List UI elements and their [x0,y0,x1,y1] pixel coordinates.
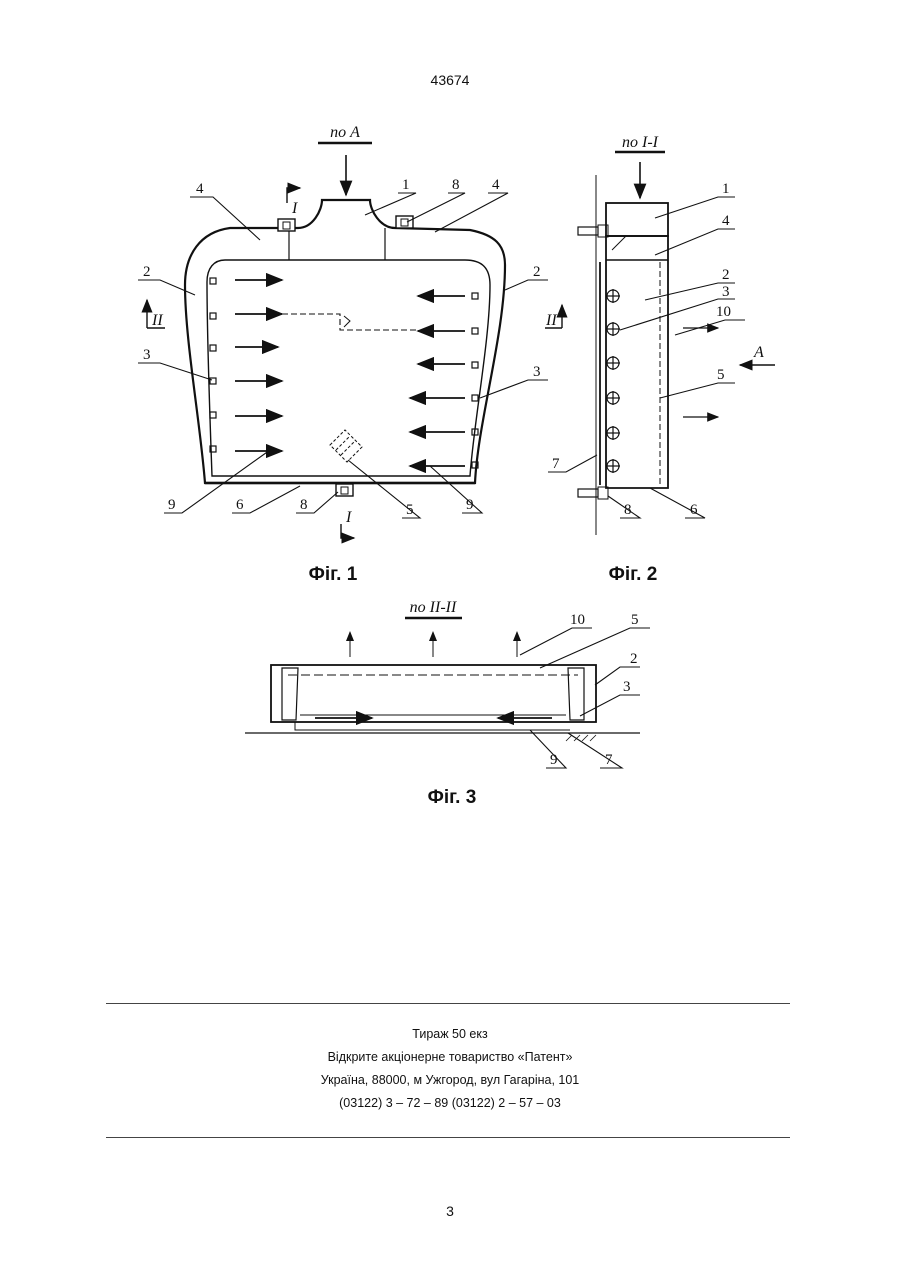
callout-label: 3 [722,284,730,300]
callout-label: 3 [623,679,631,695]
callout-label: 4 [722,213,730,229]
imprint-line: Тираж 50 екз [0,1023,900,1046]
figure-3: по ІІ-ІІ 10 5 2 [245,599,650,768]
figure-2: по І-І A II [545,134,775,535]
callout-label: 1 [722,181,730,197]
fig1-flow-arrows [235,280,465,466]
callout-label: I [345,509,352,526]
callout-label: I [291,200,298,217]
callout-label: 2 [722,267,730,283]
fig2-caption: Фіг. 2 [609,564,658,585]
callout-label: 9 [550,752,558,768]
imprint-bottom-rule [106,1137,790,1138]
callout-label: 9 [168,497,176,513]
callout-label: 8 [624,502,632,518]
callout-label: 5 [631,612,639,628]
figure-1: по А [138,124,548,538]
callout-label: 4 [492,177,500,193]
callout-label: 1 [402,177,410,193]
callout-label: 8 [300,497,308,513]
callout-label: 8 [452,177,460,193]
callout-label: 2 [533,264,541,280]
callout-label: A [753,344,764,361]
callout-label: 10 [570,612,585,628]
fig3-view-label: по ІІ-ІІ [410,599,457,616]
imprint-line: Відкрите акціонерне товариство «Патент» [0,1046,900,1069]
callout-label: II [151,312,163,329]
callout-label: 10 [716,304,731,320]
page-number: 3 [0,1203,900,1219]
callout-label: 2 [143,264,151,280]
patent-drawings: по А [0,0,900,820]
callout-label: 6 [690,502,698,518]
fig3-caption: Фіг. 3 [428,787,477,808]
callout-label: 7 [605,752,613,768]
imprint-line: (03122) 3 – 72 – 89 (03122) 2 – 57 – 03 [0,1092,900,1115]
fig1-view-label: по А [330,124,360,141]
imprint-line: Україна, 88000, м Ужгород, вул Гагаріна,… [0,1069,900,1092]
imprint-top-rule [106,1003,790,1004]
callout-label: 5 [717,367,725,383]
callout-label: 5 [406,502,414,518]
callout-label: II [545,312,557,329]
fig2-view-label: по І-І [622,134,659,151]
imprint-block: Тираж 50 екз Відкрите акціонерне товарис… [0,1023,900,1115]
callout-label: 3 [533,364,541,380]
callout-label: 9 [466,497,474,513]
callout-label: 4 [196,181,204,197]
callout-label: 3 [143,347,151,363]
fig1-caption: Фіг. 1 [309,564,358,585]
callout-label: 2 [630,651,638,667]
callout-label: 6 [236,497,244,513]
callout-label: 7 [552,456,560,472]
